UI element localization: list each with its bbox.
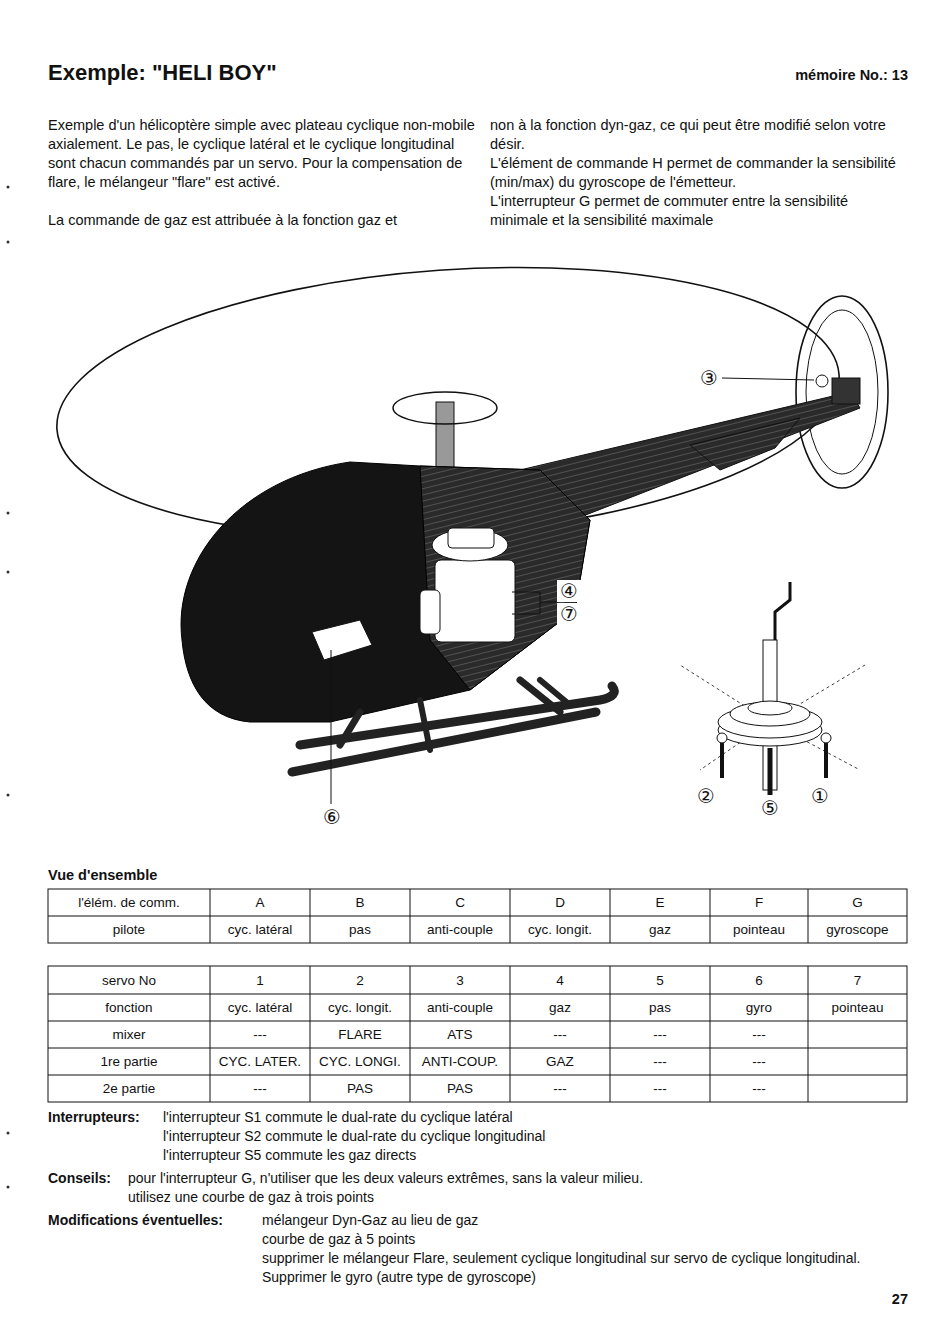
callout-number: ② <box>694 785 718 807</box>
tail-rotor <box>796 296 888 488</box>
table-cell: anti-couple <box>411 995 509 1020</box>
table-cell: anti-couple <box>411 917 509 942</box>
table-cell: pointeau <box>809 995 906 1020</box>
note-text: l'interrupteur S5 commute les gaz direct… <box>163 1146 863 1165</box>
table-cell: E <box>611 890 709 915</box>
callout-number: ⑦ <box>557 603 581 625</box>
note-text: l'interrupteur S1 commute le dual-rate d… <box>163 1108 863 1127</box>
table-cell: G <box>809 890 906 915</box>
table-cell: --- <box>611 1022 709 1047</box>
table-cell: 1 <box>211 967 309 993</box>
table-cell: 3 <box>411 967 509 993</box>
tail-fin <box>690 418 800 470</box>
section-heading: Vue d'ensemble <box>48 866 348 885</box>
table-cell: --- <box>511 1022 609 1047</box>
table-grid <box>48 889 907 1102</box>
table-cell: 1re partie <box>49 1049 209 1074</box>
table-cell: 4 <box>511 967 609 993</box>
note-text: supprimer le mélangeur Flare, seulement … <box>262 1249 910 1287</box>
note-heading: Interrupteurs: <box>48 1108 163 1127</box>
table-cell: B <box>311 890 409 915</box>
table-cell: cyc. longit. <box>311 995 409 1020</box>
callout-number: ⑤ <box>758 797 782 819</box>
table-cell: --- <box>511 1076 609 1101</box>
note-text: l'interrupteur S2 commute le dual-rate d… <box>163 1127 863 1146</box>
table-cell: cyc. latéral <box>211 917 309 942</box>
table-cell: D <box>511 890 609 915</box>
tail-gearbox <box>832 378 860 404</box>
page-title: Exemple: "HELI BOY" <box>48 60 277 86</box>
table-cell: 7 <box>809 967 906 993</box>
intro-text: L'interrupteur G permet de commuter entr… <box>490 192 910 230</box>
leader-lines <box>331 378 814 804</box>
table-cell: pas <box>311 917 409 942</box>
table-cell: C <box>411 890 509 915</box>
intro-text: La commande de gaz est attribuée à la fo… <box>48 211 478 230</box>
table-cell: --- <box>711 1022 807 1047</box>
table-cell: --- <box>611 1076 709 1101</box>
table-cell: fonction <box>49 995 209 1020</box>
table-cell: 5 <box>611 967 709 993</box>
callout-number: ④ <box>557 580 581 602</box>
callout-number: ③ <box>697 367 721 389</box>
table-cell: 2e partie <box>49 1076 209 1101</box>
table-cell: CYC. LATER. <box>211 1049 309 1074</box>
table-cell: --- <box>211 1076 309 1101</box>
landing-skids <box>292 680 614 772</box>
table-cell: --- <box>211 1022 309 1047</box>
table-cell: cyc. latéral <box>211 995 309 1020</box>
table-cell: pointeau <box>711 917 807 942</box>
callout-number: ⑥ <box>320 806 344 828</box>
memory-number: mémoire No.: 13 <box>700 66 908 85</box>
margin-marks <box>7 186 10 1189</box>
note-text: courbe de gaz à 5 points <box>262 1230 908 1249</box>
swashplate-inset <box>680 582 865 795</box>
table-cell: A <box>211 890 309 915</box>
table-cell: PAS <box>411 1076 509 1101</box>
table-cell: gaz <box>511 995 609 1020</box>
note-text: mélangeur Dyn-Gaz au lieu de gaz <box>262 1211 908 1230</box>
rotor-hub <box>393 392 497 424</box>
table-cell: cyc. longit. <box>511 917 609 942</box>
table-cell: F <box>711 890 807 915</box>
table-cell: l'élém. de comm. <box>49 890 209 915</box>
table-cell: pas <box>611 995 709 1020</box>
intro-text: Exemple d'un hélicoptère simple avec pla… <box>48 116 476 192</box>
intro-text: non à la fonction dyn-gaz, ce qui peut ê… <box>490 116 910 154</box>
table-cell: gaz <box>611 917 709 942</box>
table-cell: gyroscope <box>809 917 906 942</box>
table-cell: --- <box>611 1049 709 1074</box>
table-cell: FLARE <box>311 1022 409 1047</box>
table-cell: --- <box>711 1049 807 1074</box>
table-cell: pilote <box>49 917 209 942</box>
table-cell: --- <box>711 1076 807 1101</box>
rotor-mast <box>436 402 454 472</box>
table-cell: CYC. LONGI. <box>311 1049 409 1074</box>
table-cell: ANTI-COUP. <box>411 1049 509 1074</box>
table-cell: mixer <box>49 1022 209 1047</box>
table-cell: gyro <box>711 995 807 1020</box>
note-heading: Conseils: <box>48 1169 128 1188</box>
note-text: utilisez une courbe de gaz à trois point… <box>128 1188 828 1207</box>
engine <box>420 528 515 642</box>
table-cell: ATS <box>411 1022 509 1047</box>
table-cell: 6 <box>711 967 807 993</box>
battery-box <box>312 620 372 660</box>
table-cell: PAS <box>311 1076 409 1101</box>
table-cell: servo No <box>49 967 209 993</box>
callout-number: ① <box>808 785 832 807</box>
note-heading: Modifications éventuelles: <box>48 1211 260 1230</box>
intro-text: L'élément de commande H permet de comman… <box>490 154 910 192</box>
note-text: pour l'interrupteur G, n'utiliser que le… <box>128 1169 908 1188</box>
page-number: 27 <box>860 1290 908 1309</box>
table-cell: GAZ <box>511 1049 609 1074</box>
table-cell: 2 <box>311 967 409 993</box>
